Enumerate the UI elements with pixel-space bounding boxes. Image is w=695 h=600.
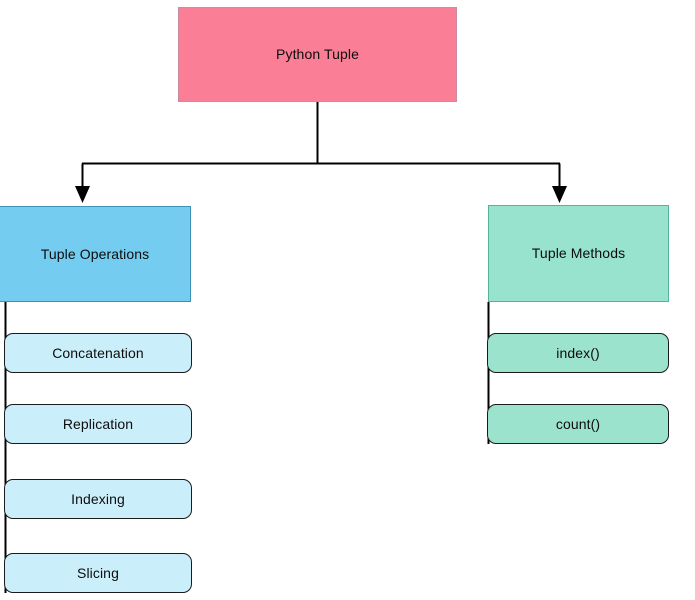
arrowhead-left [75, 186, 90, 203]
node-count-method[interactable]: count() [487, 404, 669, 444]
node-label: Python Tuple [276, 46, 359, 63]
arrowhead-right [552, 186, 567, 203]
node-label: Concatenation [52, 344, 144, 361]
node-label: Indexing [71, 490, 125, 507]
node-tuple-operations[interactable]: Tuple Operations [0, 206, 191, 302]
node-replication[interactable]: Replication [4, 404, 192, 444]
node-index-method[interactable]: index() [487, 333, 669, 373]
node-label: Slicing [77, 564, 119, 581]
node-label: Tuple Methods [531, 245, 626, 262]
node-label: index() [556, 344, 600, 361]
node-slicing[interactable]: Slicing [4, 553, 192, 593]
node-concatenation[interactable]: Concatenation [4, 333, 192, 373]
node-label: Tuple Operations [40, 245, 150, 262]
node-indexing[interactable]: Indexing [4, 479, 192, 519]
node-label: count() [555, 415, 601, 432]
node-tuple-methods[interactable]: Tuple Methods [488, 205, 669, 302]
node-label: Replication [62, 415, 134, 432]
node-python-tuple[interactable]: Python Tuple [178, 7, 457, 102]
